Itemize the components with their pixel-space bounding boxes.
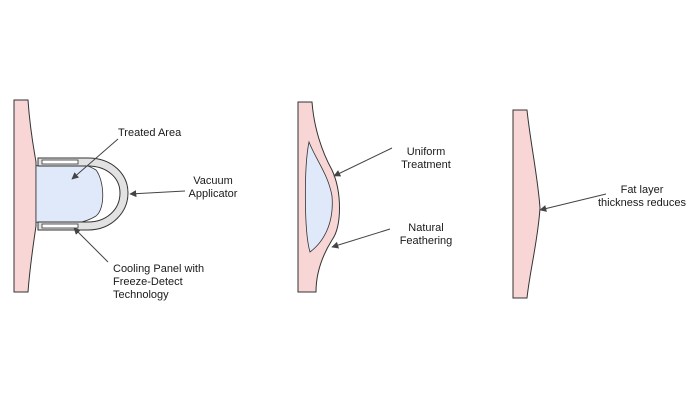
panel-result xyxy=(512,109,607,299)
label-treated-area: Treated Area xyxy=(118,127,182,139)
vacuum-applicator-cup xyxy=(37,157,129,231)
cooling-panel-top xyxy=(41,159,79,165)
label-vacuum-applicator: Vacuum Applicator xyxy=(188,175,238,200)
label-fat-layer: Fat layer thickness reduces xyxy=(597,184,687,209)
arrow-vacuum-applicator xyxy=(129,190,186,198)
treated-tissue xyxy=(35,161,104,225)
arrow-cooling-panel xyxy=(73,227,109,263)
arrow-treated-area xyxy=(71,138,119,180)
label-uniform-treatment: Uniform Treatment xyxy=(401,146,451,171)
arrow-fat-layer xyxy=(539,193,607,212)
label-cooling-panel: Cooling Panel with Freeze-Detect Technol… xyxy=(113,263,205,301)
arrow-natural-feathering xyxy=(331,228,391,249)
cooling-panel-bottom xyxy=(41,223,79,229)
label-natural-feathering: Natural Feathering xyxy=(399,222,453,247)
panel-treatment xyxy=(297,101,393,293)
skin-strip-3 xyxy=(512,109,541,299)
skin-strip-1 xyxy=(13,99,37,293)
treated-fat-region xyxy=(304,140,333,253)
panel-applicator xyxy=(13,99,186,293)
arrow-uniform-treatment xyxy=(333,147,393,177)
